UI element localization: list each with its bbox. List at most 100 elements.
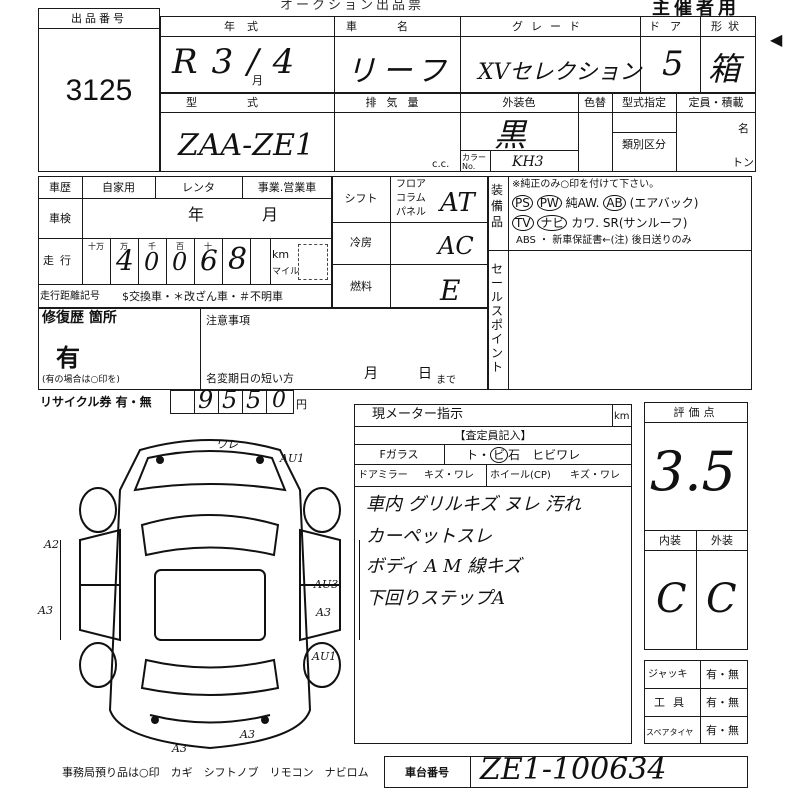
shift-option-column[interactable]: コラム bbox=[396, 193, 426, 204]
car-diagram bbox=[60, 439, 360, 750]
lot-number-box bbox=[38, 8, 160, 172]
chassis-value: ZE1-100634 bbox=[480, 752, 667, 787]
type-class-label: 類別区分 bbox=[622, 138, 666, 151]
capacity-persons-unit: 名 bbox=[738, 122, 749, 135]
repaint-label: 色替 bbox=[584, 96, 606, 109]
jack-label: ジャッキ bbox=[648, 669, 688, 680]
fglass-opt[interactable]: ビ bbox=[490, 447, 509, 463]
equipment-pw[interactable]: PW bbox=[536, 195, 562, 211]
fuel-value: E bbox=[440, 274, 461, 307]
meter-label: 現メーター指示 bbox=[372, 407, 464, 422]
equipment-tv[interactable]: TV bbox=[512, 215, 534, 231]
mileage-digit-label: 十万 bbox=[88, 242, 104, 251]
equipment-label: 装備品 bbox=[491, 183, 504, 229]
header-title-fragment: オークション出品票 bbox=[280, 0, 425, 13]
model-label: 型式 bbox=[186, 96, 308, 109]
repair-note: (有の場合は○印を) bbox=[42, 375, 120, 385]
exterior-color-value: 黒 bbox=[494, 116, 527, 154]
score-value: 3.5 bbox=[650, 440, 736, 503]
diagram-mark: A3 bbox=[316, 606, 331, 619]
doors-label: ドア bbox=[649, 20, 691, 33]
lot-number-label: 出品番号 bbox=[71, 12, 127, 25]
shift-option-floor[interactable]: フロア bbox=[396, 179, 426, 190]
diagram-mark: AU1 bbox=[280, 452, 305, 465]
equipment-row-3: ABS ・ 新車保証書←(注) 後日送りのみ bbox=[516, 235, 692, 246]
inspector-note: カーペットスレ bbox=[366, 526, 492, 547]
diagram-mark: A3 bbox=[172, 742, 187, 755]
recycle-digit: 5 bbox=[246, 386, 262, 414]
mileage-record-label: 走行距離記号 bbox=[40, 291, 100, 302]
exterior-value: C bbox=[706, 576, 737, 622]
mileage-digit: 0 bbox=[144, 248, 160, 276]
ac-value: AC bbox=[438, 232, 474, 260]
wheel-options[interactable]: キズ・ワレ bbox=[570, 470, 620, 481]
year-month-unit: 月 bbox=[252, 74, 263, 87]
history-option-rental[interactable]: レンタ bbox=[182, 181, 215, 194]
history-option-business[interactable]: 事業.営業車 bbox=[257, 181, 317, 194]
equipment-ps[interactable]: PS bbox=[512, 195, 533, 211]
lot-number-value: 3125 bbox=[65, 74, 133, 107]
mirror-label: ドアミラー bbox=[358, 470, 408, 481]
tools-label: 工具 bbox=[654, 696, 692, 709]
spare-options[interactable]: 有・無 bbox=[706, 724, 739, 737]
jack-options[interactable]: 有・無 bbox=[706, 668, 739, 681]
keys-note: 事務局預り品は○印 カギ シフトノブ リモコン ナビロム bbox=[62, 766, 369, 779]
grade-label: グレード bbox=[512, 20, 588, 33]
inspector-header: 【査定員記入】 bbox=[454, 429, 532, 442]
inspector-note: ボディ A M 線キズ bbox=[366, 556, 522, 577]
notes-day-unit: 日 bbox=[418, 366, 432, 382]
tools-options[interactable]: 有・無 bbox=[706, 696, 739, 709]
mileage-label: 走行 bbox=[43, 254, 77, 267]
shift-option-panel[interactable]: パネル bbox=[396, 207, 426, 218]
fglass-opt[interactable]: ヒビワレ bbox=[532, 448, 581, 462]
grade-value: XVセレクション bbox=[478, 60, 642, 85]
interior-value: C bbox=[656, 576, 687, 622]
equipment-sunroof[interactable]: SR(サンルーフ) bbox=[602, 216, 688, 230]
equipment-row-1: PS PW 純AW. AB (エアバック) bbox=[512, 194, 698, 211]
fglass-options: ト・ビ石 ヒビワレ bbox=[466, 447, 581, 463]
fglass-opt[interactable]: ト bbox=[466, 448, 479, 462]
mirror-options[interactable]: キズ・ワレ bbox=[424, 470, 474, 481]
doors-value: 5 bbox=[662, 44, 684, 84]
diagram-mark: AU1 bbox=[312, 650, 337, 663]
mileage-digit-label: 十 bbox=[204, 242, 212, 251]
chassis-label: 車台番号 bbox=[405, 766, 449, 779]
inspector-note: 車内 グリルキズ ヌレ 汚れ bbox=[366, 494, 582, 515]
notes-month-unit: 月 bbox=[364, 366, 378, 382]
body-type-label: 形状 bbox=[711, 20, 745, 33]
mileage-unit-mile: マイル bbox=[272, 267, 300, 277]
repair-value: 有 bbox=[56, 344, 80, 372]
repair-label: 修復歴 箇所 bbox=[42, 310, 117, 326]
equipment-ab[interactable]: AB bbox=[603, 195, 626, 211]
fglass-label: Fガラス bbox=[379, 448, 419, 461]
displacement-label: 排気量 bbox=[365, 96, 429, 109]
fuel-label: 燃料 bbox=[350, 280, 372, 293]
year-value: R3/4 bbox=[172, 42, 309, 82]
diagram-mark: A3 bbox=[38, 604, 53, 617]
mileage-digit: 6 bbox=[200, 244, 218, 277]
exterior-color-label: 外装色 bbox=[502, 96, 536, 109]
diagram-mark: AU3 bbox=[314, 578, 339, 591]
corner-arrow-icon: ◀ bbox=[770, 30, 783, 49]
history-label: 車歴 bbox=[49, 181, 71, 194]
history-option-private[interactable]: 自家用 bbox=[102, 181, 135, 194]
equipment-leather[interactable]: カワ. bbox=[571, 216, 600, 230]
equipment-navi[interactable]: ナビ bbox=[537, 215, 568, 231]
notes-label: 注意事項 bbox=[206, 314, 250, 327]
inspection-year-unit: 年 bbox=[188, 205, 205, 224]
wheel-label: ホイール(CP) bbox=[490, 470, 551, 481]
equipment-aw[interactable]: 純AW. bbox=[565, 196, 600, 210]
fglass-opt[interactable]: 石 bbox=[508, 448, 521, 462]
inspection-label: 車検 bbox=[49, 212, 71, 225]
equipment-note: ※純正のみ○印を付けて下さい。 bbox=[512, 179, 660, 190]
mileage-digit: 4 bbox=[116, 244, 134, 277]
mileage-digit-label: 万 bbox=[120, 242, 128, 251]
name-label: 車名 bbox=[346, 20, 448, 33]
ac-label: 冷房 bbox=[350, 236, 372, 249]
mileage-record-text: $交換車・＊改ざん車・＃不明車 bbox=[122, 290, 283, 303]
year-label: 年式 bbox=[224, 20, 270, 33]
capacity-tons-unit: トン bbox=[732, 156, 754, 169]
recycle-digit: 9 bbox=[198, 386, 214, 414]
model-value: ZAA-ZE1 bbox=[178, 128, 315, 163]
equipment-airbag-note: (エアバック) bbox=[629, 196, 699, 210]
